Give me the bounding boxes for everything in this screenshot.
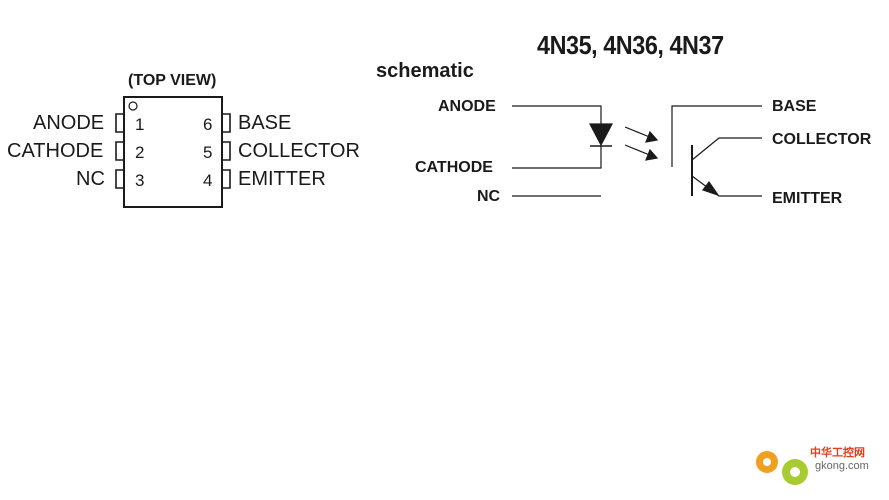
pin1-marker-icon xyxy=(128,101,138,111)
collector-wire xyxy=(691,137,762,161)
pin-name-cathode: CATHODE xyxy=(7,140,104,162)
light-arrows xyxy=(624,126,659,161)
watermark-text: 中华工控网 xyxy=(810,447,865,459)
schematic-label-emitter: EMITTER xyxy=(772,190,843,207)
watermark-url: gkong.com xyxy=(815,460,869,472)
pin-number-4: 4 xyxy=(203,171,213,190)
pin-tab-6 xyxy=(222,113,231,133)
pin-number-2: 2 xyxy=(135,143,145,162)
light-arrow-2 xyxy=(624,144,653,157)
emitter-arrow-icon xyxy=(702,180,720,197)
schematic-label: schematic xyxy=(376,60,474,82)
pin-name-emitter: EMITTER xyxy=(238,168,326,190)
pin-name-collector: COLLECTOR xyxy=(238,140,360,162)
led-circuit xyxy=(512,105,613,197)
phototransistor xyxy=(671,105,762,197)
pin-tab-1 xyxy=(115,113,124,133)
left-pin-tabs xyxy=(115,113,124,189)
light-arrow-1 xyxy=(624,126,653,139)
right-pin-tabs xyxy=(222,113,231,189)
pin-name-anode: ANODE xyxy=(33,112,105,134)
light-arrow-head-2 xyxy=(645,148,659,161)
pin-number-5: 5 xyxy=(203,143,213,162)
schematic-label-collector: COLLECTOR xyxy=(772,131,872,148)
pin-name-nc: NC xyxy=(76,168,105,190)
base-wire xyxy=(671,105,762,167)
pin-tab-3 xyxy=(115,169,124,189)
light-arrow-head-1 xyxy=(645,130,659,143)
schematic-label-cathode: CATHODE xyxy=(415,159,493,176)
emitter-wire xyxy=(691,175,762,197)
pin-name-base: BASE xyxy=(238,112,292,134)
schematic-label-anode: ANODE xyxy=(438,98,496,115)
cathode-wire xyxy=(512,146,602,169)
schematic-label-base: BASE xyxy=(772,98,817,115)
pin-tab-5 xyxy=(222,141,231,161)
pin-tab-4 xyxy=(222,169,231,189)
pin-number-3: 3 xyxy=(135,171,145,190)
page-title: 4N35, 4N36, 4N37 xyxy=(537,30,724,60)
pin-tab-2 xyxy=(115,141,124,161)
package-body xyxy=(123,96,223,208)
pin-number-6: 6 xyxy=(203,115,213,134)
led-diode-icon xyxy=(589,123,613,147)
schematic-label-nc: NC xyxy=(477,188,501,205)
top-view-label: (TOP VIEW) xyxy=(128,72,217,89)
anode-wire xyxy=(512,105,602,124)
pin-number-1: 1 xyxy=(135,115,145,134)
watermark-logo xyxy=(756,451,808,485)
